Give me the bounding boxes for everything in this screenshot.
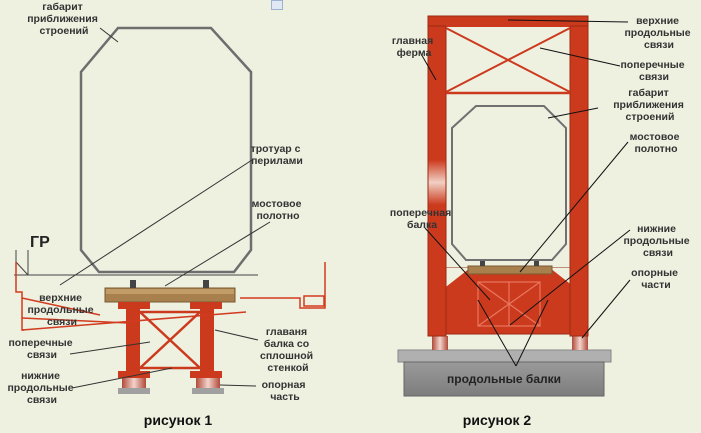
portal-bracing-2 (445, 27, 571, 93)
sidewalk-railing (15, 262, 24, 331)
fig2-main-truss-label: главная ферма (392, 35, 436, 59)
fig1-main-girder-label: главаня балка со сплошной стенкой (260, 326, 316, 374)
fig2-deck-label: мостовое полотно (630, 131, 683, 155)
rail-left (130, 280, 136, 288)
clearance-envelope (79, 26, 253, 274)
figure-1: ГР (7, 1, 326, 428)
fig1-bearing-label: опорная часть (262, 379, 309, 403)
fig1-cross-bracing-label: поперечные связи (8, 337, 75, 361)
cross-bracing-2 (139, 311, 201, 369)
figure-2: продольные балки (390, 15, 693, 428)
deck (467, 265, 553, 275)
main-truss-left (427, 15, 447, 337)
pier-cap (397, 349, 612, 363)
bearing-left (122, 378, 146, 388)
fig1-sidewalk-label: тротуар с перилами (251, 143, 304, 167)
figure-2-caption: рисунок 2 (463, 412, 532, 428)
bearing-right (572, 336, 588, 350)
rail-right (203, 280, 209, 288)
fig2-upper-bracing-label: верхние продольные связи (624, 15, 693, 51)
bearing-left (432, 336, 448, 350)
fig2-floor-beam-label: поперечная балка (390, 207, 454, 231)
fig1-deck-label: мостовое полотно (252, 198, 305, 222)
fig2-cross-bracing-label: поперечные связи (620, 59, 687, 83)
stringers-label: продольные балки (447, 372, 561, 386)
fig1-clearance-label: габарит приближения строений (27, 1, 101, 37)
fig2-clearance-label: габарит приближения строений (613, 87, 687, 123)
bearing-right (196, 378, 220, 388)
fig1-upper-bracing-label: верхние продольные связи (27, 292, 96, 328)
fig2-lower-bracing-label: нижние продольные связи (623, 223, 692, 259)
gr-label: ГР (30, 234, 50, 251)
main-truss-right (569, 15, 589, 337)
floor-beam (441, 267, 579, 335)
fig2-bearings-label: опорные части (631, 267, 681, 291)
main-girder-right (200, 309, 214, 371)
figure-1-caption: рисунок 1 (144, 412, 213, 428)
fig1-lower-bracing-label: нижние продольные связи (7, 370, 76, 406)
clearance-envelope (451, 105, 567, 261)
gr-level-arrow (15, 250, 29, 276)
pier (403, 361, 605, 397)
image-placeholder-icon (271, 0, 283, 10)
main-girder-left (126, 309, 140, 371)
